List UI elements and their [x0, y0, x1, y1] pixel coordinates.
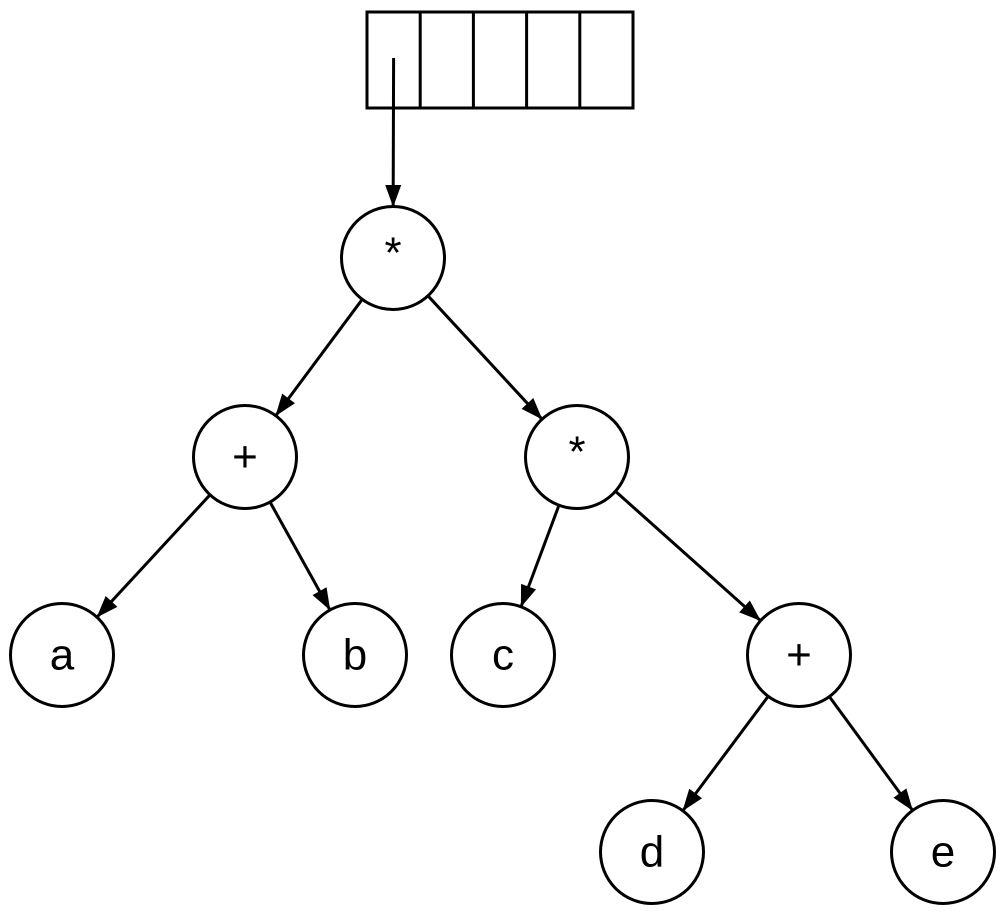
node-circle-root [340, 205, 446, 311]
node-label-e: e [931, 828, 955, 877]
node-circle-plus-left [192, 404, 298, 510]
array-box [365, 10, 635, 110]
tree-node-a: a [9, 602, 115, 708]
edge-root-to-plus-left [274, 298, 364, 417]
tree-node-root: * [340, 205, 446, 311]
tree-node-plus-right: + [746, 602, 852, 708]
node-label-b: b [343, 631, 367, 680]
edge-plus-left-to-b [268, 501, 332, 611]
edge-plus-right-to-d [681, 695, 770, 812]
node-circle-d [599, 799, 705, 905]
node-label-a: a [50, 631, 75, 680]
node-circle-b [302, 602, 408, 708]
tree-node-e: e [890, 799, 996, 905]
tree-node-c: c [450, 602, 556, 708]
node-label-c: c [492, 631, 514, 680]
edge-plus-right-to-e [828, 695, 914, 812]
node-circle-c [450, 602, 556, 708]
node-circle-e [890, 799, 996, 905]
node-label-plus-left: + [232, 433, 258, 482]
node-label-plus-right: + [786, 631, 812, 680]
node-circle-plus-right [746, 602, 852, 708]
node-label-d: d [640, 828, 664, 877]
node-label-root: * [384, 229, 401, 278]
node-circle-a [9, 602, 115, 708]
tree-node-b: b [302, 602, 408, 708]
edge-star-right-to-plus-right [614, 490, 762, 622]
tree-node-star-right: * [524, 404, 630, 510]
tree-node-d: d [599, 799, 705, 905]
edge-plus-left-to-a [95, 493, 212, 619]
tree-node-plus-left: + [192, 404, 298, 510]
node-circle-star-right [524, 404, 630, 510]
pointer-array [365, 10, 635, 110]
edge-root-to-star-right [426, 294, 544, 421]
node-label-star-right: * [568, 428, 585, 477]
edge-star-right-to-c [519, 504, 561, 608]
